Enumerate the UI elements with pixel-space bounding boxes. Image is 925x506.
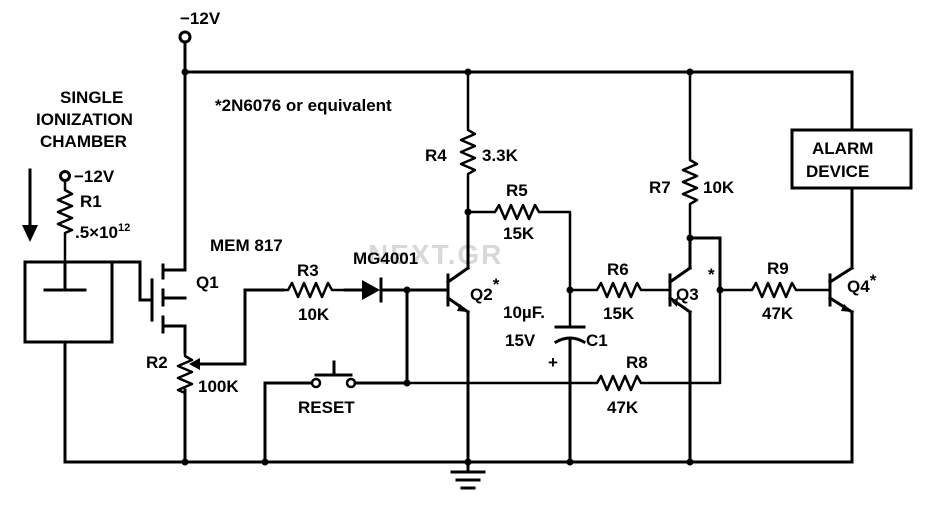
potentiometer-r2 [176, 288, 285, 395]
r2-name: R2 [146, 353, 168, 372]
arrow-icon [22, 168, 38, 242]
resistor-r5 [466, 203, 572, 327]
r9-value: 47K [762, 304, 794, 323]
c1-value: 10µF. [503, 303, 545, 322]
supply-rail [178, 30, 854, 132]
ground-symbol [450, 470, 486, 490]
r3-value: 10K [298, 305, 330, 324]
r8-name: R8 [626, 353, 648, 372]
r2-value: 100K [198, 377, 239, 396]
capacitor-c1 [553, 325, 587, 464]
q2-name: Q2* [470, 275, 500, 304]
r5-value: 15K [503, 224, 535, 243]
r3-name: R3 [297, 261, 319, 280]
diode [343, 277, 450, 303]
chamber-label-3: CHAMBER [40, 132, 127, 151]
r4-value: 3.3K [482, 146, 519, 165]
resistor-r7 [681, 70, 699, 242]
r5-name: R5 [506, 181, 528, 200]
alarm-label-2: DEVICE [806, 162, 869, 181]
r6-value: 15K [603, 304, 635, 323]
q3-name: Q3 [676, 285, 699, 304]
q4-name: Q4* [847, 271, 877, 296]
chamber-label-2: IONIZATION [36, 110, 133, 129]
q1-name: Q1 [196, 273, 219, 292]
r1-value: .5×1012 [75, 222, 130, 242]
part-note: *2N6076 or equivalent [215, 96, 392, 115]
r1-name: R1 [80, 192, 102, 211]
alarm-label-1: ALARM [812, 139, 873, 158]
r8-value: 47K [607, 398, 639, 417]
transistor-q4 [827, 186, 855, 317]
reset-switch[interactable] [263, 288, 411, 464]
ionization-chamber [23, 260, 154, 344]
watermark: NEXT.GR [368, 239, 503, 270]
q1-part: MEM 817 [210, 236, 283, 255]
r1-terminal [59, 170, 71, 182]
transistor-q2 [445, 210, 471, 317]
q3-star: * [708, 265, 715, 284]
r1-supply-label: −12V [74, 167, 115, 186]
ground-rail [63, 313, 854, 490]
r4-name: R4 [425, 146, 447, 165]
alarm-device [790, 128, 913, 190]
reset-label[interactable]: RESET [298, 398, 355, 417]
resistor-r8 [405, 288, 722, 392]
resistor-r1 [56, 179, 74, 264]
diode-part: MG4001 [353, 249, 418, 268]
mosfet-q1 [150, 70, 187, 354]
r6-name: R6 [607, 260, 629, 279]
supply-label: −12V [180, 9, 221, 28]
c1-polarity: + [548, 353, 558, 372]
chamber-label-1: SINGLE [60, 88, 123, 107]
r7-name: R7 [649, 178, 671, 197]
resistor-r9 [718, 281, 832, 299]
r7-value: 10K [703, 178, 735, 197]
resistor-r4 [459, 70, 477, 216]
transistor-q3 [667, 236, 724, 464]
resistor-r6 [568, 281, 670, 299]
r9-name: R9 [767, 259, 789, 278]
c1-voltage: 15V [505, 331, 536, 350]
c1-name: C1 [586, 331, 608, 350]
resistor-r3 [281, 281, 347, 299]
